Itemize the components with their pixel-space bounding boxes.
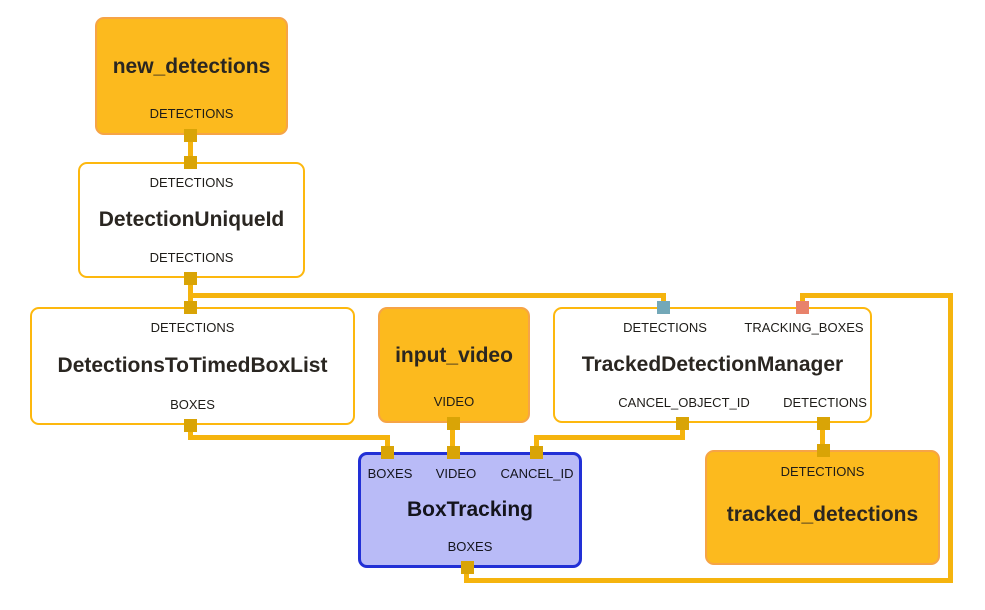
port-box-tracking-boxes-in[interactable] — [381, 446, 394, 459]
node-title: input_video — [395, 344, 513, 368]
port-timed-box-list-in[interactable] — [184, 301, 197, 314]
edge-uniqueid-to-manager-h[interactable] — [188, 293, 666, 298]
input-port-label: BOXES — [367, 466, 413, 481]
node-tracked-detections[interactable]: DETECTIONS tracked_detections — [705, 450, 940, 565]
edge-newdetections-to-uniqueid[interactable] — [188, 135, 193, 165]
input-port-label: VIDEO — [435, 466, 477, 481]
port-box-tracking-cancel-id-in[interactable] — [530, 446, 543, 459]
input-port-label: DETECTIONS — [623, 320, 707, 335]
port-new-detections-out[interactable] — [184, 129, 197, 142]
edge-cancelid-v2[interactable] — [534, 435, 539, 454]
node-title: TrackedDetectionManager — [581, 353, 844, 377]
node-title: new_detections — [112, 55, 271, 79]
edge-boxes-loop-bottom[interactable] — [464, 578, 953, 583]
port-box-tracking-video-in[interactable] — [447, 446, 460, 459]
node-input-video[interactable]: input_video VIDEO — [378, 307, 530, 423]
output-port-label: BOXES — [447, 539, 493, 554]
port-manager-detections-out[interactable] — [817, 417, 830, 430]
node-tracked-detection-manager[interactable]: DETECTIONS TRACKING_BOXES TrackedDetecti… — [553, 307, 872, 423]
node-detection-unique-id[interactable]: DETECTIONS DetectionUniqueId DETECTIONS — [78, 162, 305, 278]
output-port-label: VIDEO — [433, 394, 475, 409]
edge-boxes-loop-right[interactable] — [948, 293, 953, 583]
edge-boxes-loop-v1[interactable] — [464, 566, 469, 583]
port-unique-id-in[interactable] — [184, 156, 197, 169]
node-title: BoxTracking — [406, 498, 534, 522]
node-title: DetectionUniqueId — [98, 208, 285, 232]
port-box-tracking-boxes-out[interactable] — [461, 561, 474, 574]
input-port-label: CANCEL_ID — [500, 466, 574, 481]
edge-timedboxlist-to-boxtracking-h[interactable] — [188, 435, 390, 440]
node-detections-to-timed-box-list[interactable]: DETECTIONS DetectionsToTimedBoxList BOXE… — [30, 307, 355, 425]
edge-inputvideo-to-boxtracking[interactable] — [450, 421, 455, 454]
node-box-tracking[interactable]: BOXES VIDEO CANCEL_ID BoxTracking BOXES — [358, 452, 582, 568]
port-input-video-out[interactable] — [447, 417, 460, 430]
input-port-label: DETECTIONS — [149, 175, 234, 190]
port-tracked-detections-in[interactable] — [817, 444, 830, 457]
node-title: tracked_detections — [726, 502, 919, 526]
edge-cancelid-v1[interactable] — [680, 421, 685, 440]
edge-manager-to-trackeddetections[interactable] — [820, 421, 825, 452]
port-manager-tracking-boxes-in[interactable] — [796, 301, 809, 314]
output-port-label: CANCEL_OBJECT_ID — [618, 395, 750, 410]
input-port-label: TRACKING_BOXES — [744, 320, 864, 335]
edge-boxes-loop-top[interactable] — [800, 293, 953, 298]
port-manager-detections-in[interactable] — [657, 301, 670, 314]
node-new-detections[interactable]: new_detections DETECTIONS — [95, 17, 288, 135]
input-port-label: DETECTIONS — [780, 464, 865, 479]
edge-cancelid-h[interactable] — [534, 435, 685, 440]
output-port-label: DETECTIONS — [783, 395, 867, 410]
edge-timedboxlist-to-boxtracking-v2[interactable] — [385, 435, 390, 454]
output-port-label: DETECTIONS — [149, 106, 234, 121]
output-port-label: BOXES — [170, 397, 215, 412]
output-port-label: DETECTIONS — [149, 250, 234, 265]
port-timed-box-list-out[interactable] — [184, 419, 197, 432]
port-manager-cancel-object-id-out[interactable] — [676, 417, 689, 430]
input-port-label: DETECTIONS — [150, 320, 235, 335]
node-title: DetectionsToTimedBoxList — [57, 354, 328, 378]
port-unique-id-out[interactable] — [184, 272, 197, 285]
